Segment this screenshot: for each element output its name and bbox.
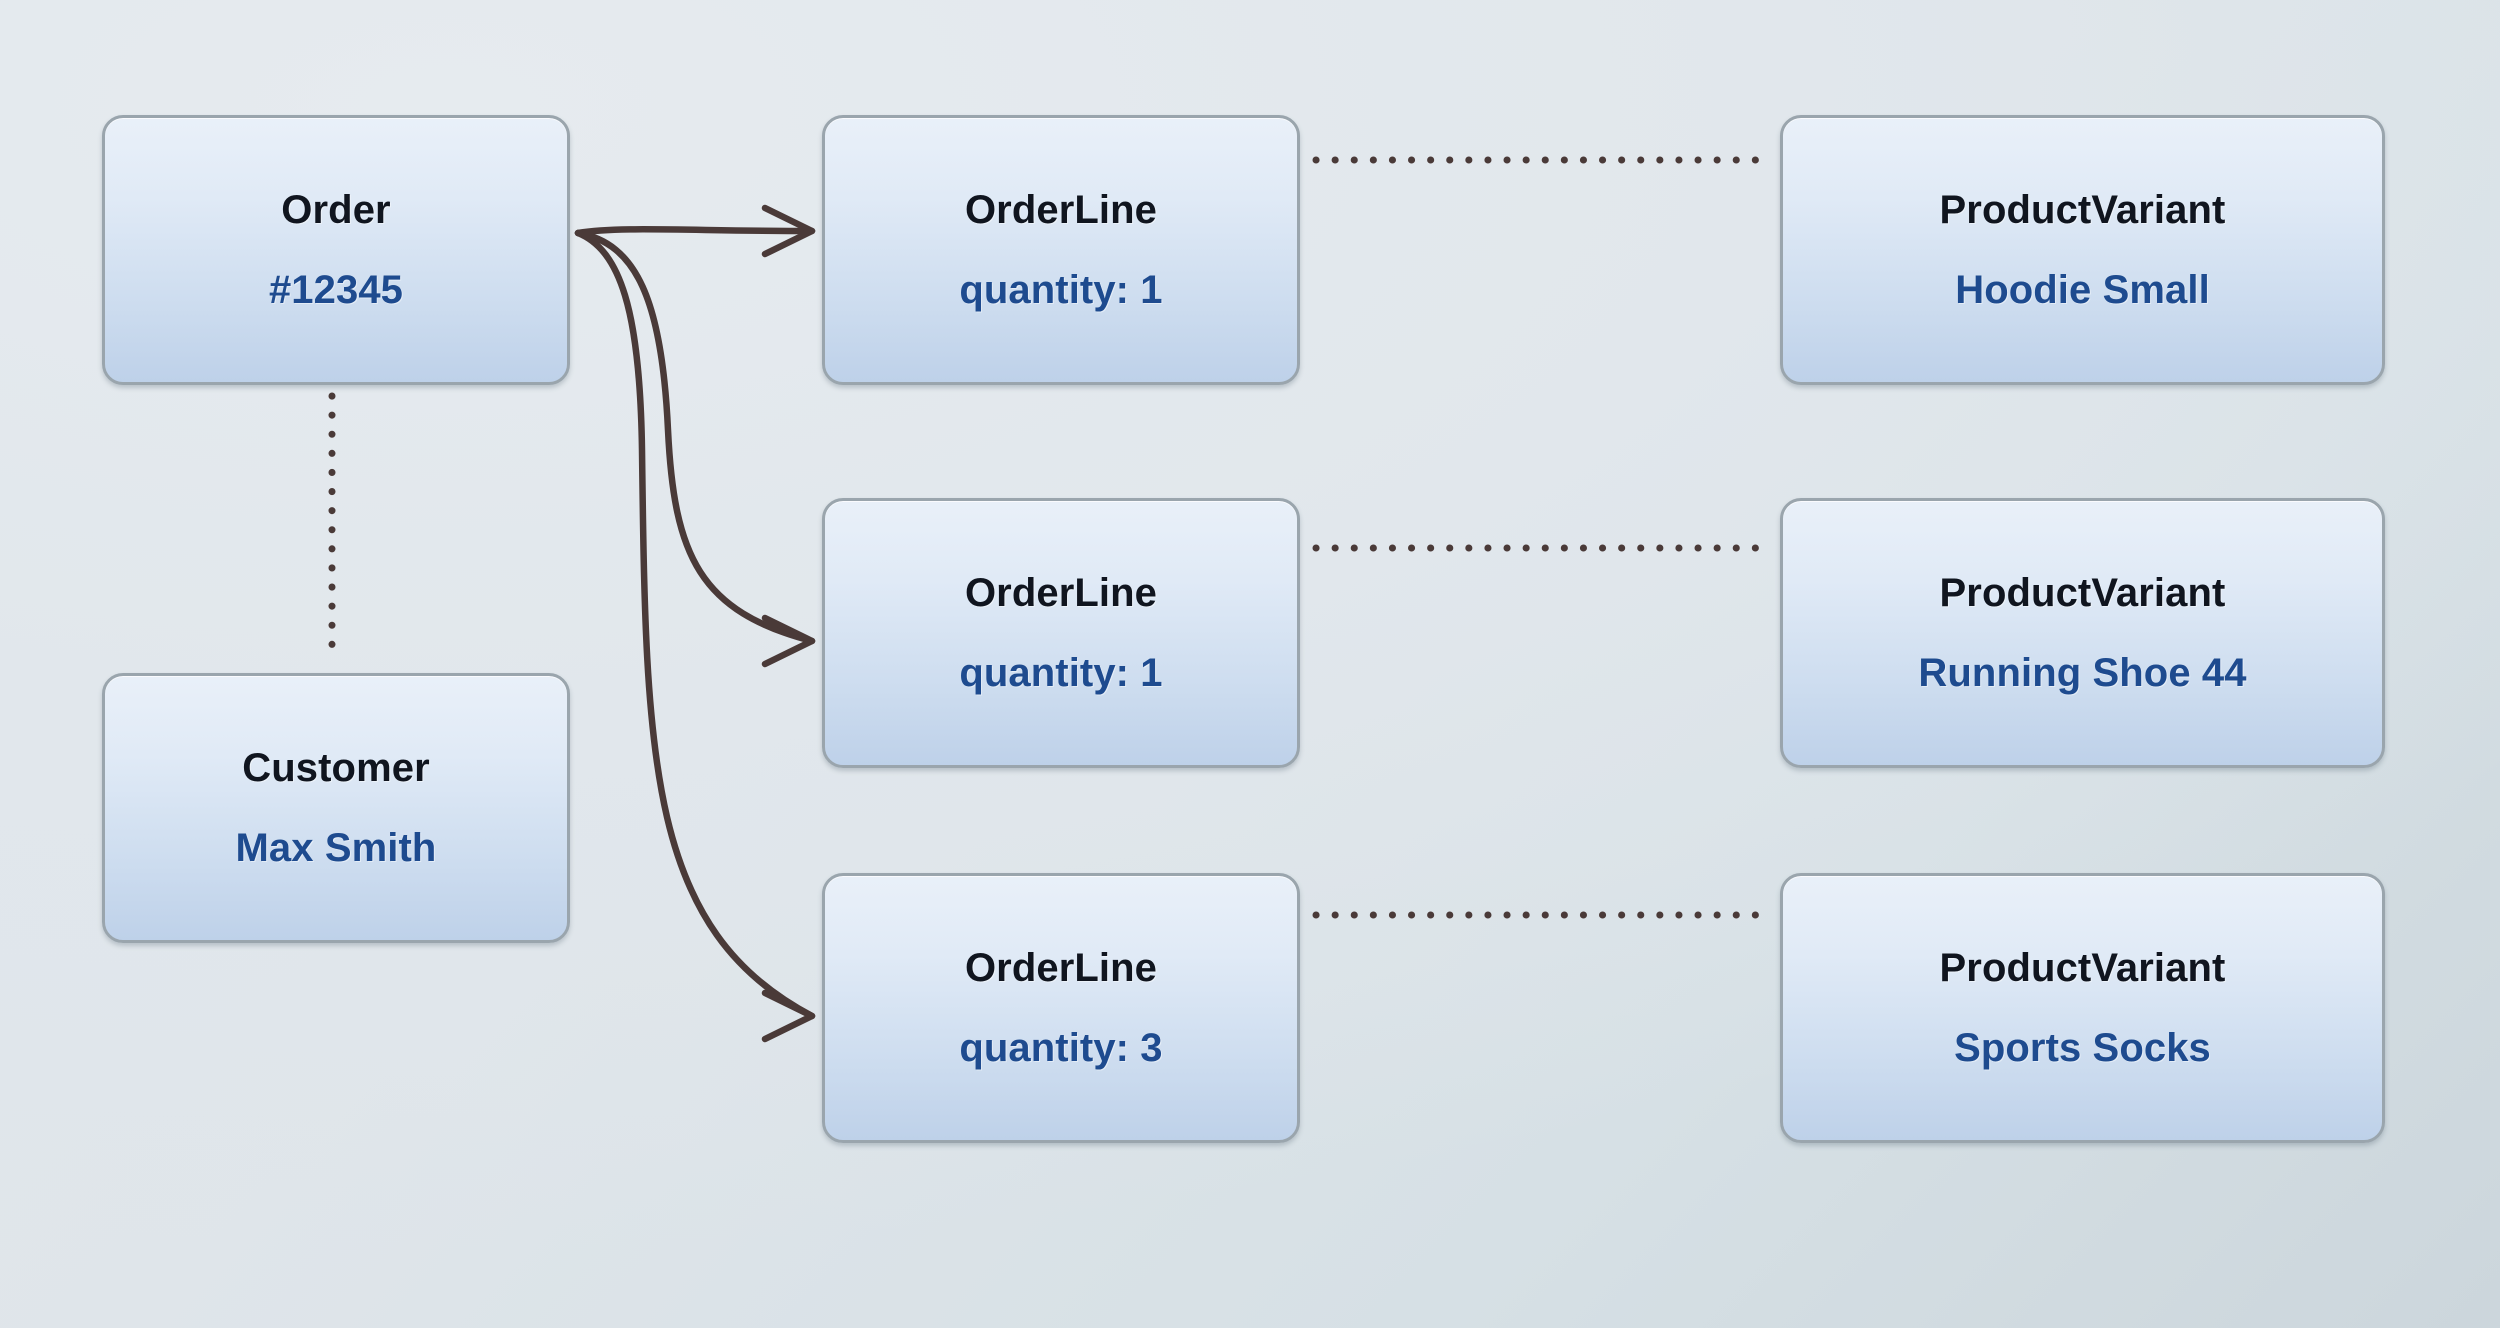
node-orderline-1-subtitle: quantity: 1 (959, 651, 1163, 695)
node-orderline-2-title: OrderLine (964, 946, 1158, 990)
node-productvariant-2-subtitle: Sports Socks (1954, 1026, 2211, 1070)
node-productvariant-2[interactable]: ProductVariant Sports Socks (1780, 873, 2385, 1143)
node-customer-title: Customer (242, 746, 430, 790)
connector-order-to-orderline-2 (574, 229, 816, 1043)
node-productvariant-0[interactable]: ProductVariant Hoodie Small (1780, 115, 2385, 385)
node-customer-subtitle: Max Smith (235, 826, 437, 870)
node-productvariant-0-title: ProductVariant (1939, 188, 2226, 232)
node-productvariant-1[interactable]: ProductVariant Running Shoe 44 (1780, 498, 2385, 768)
node-orderline-0-title: OrderLine (964, 188, 1158, 232)
node-orderline-0-subtitle: quantity: 1 (959, 268, 1163, 312)
connector-order-to-orderline-0 (574, 204, 816, 258)
node-customer[interactable]: Customer Max Smith (102, 673, 570, 943)
node-orderline-2-subtitle: quantity: 3 (959, 1026, 1163, 1070)
node-orderline-0[interactable]: OrderLine quantity: 1 (822, 115, 1300, 385)
node-orderline-1-title: OrderLine (964, 571, 1158, 615)
node-orderline-2[interactable]: OrderLine quantity: 3 (822, 873, 1300, 1143)
node-order-title: Order (281, 188, 391, 232)
connector-order-to-orderline-1 (574, 229, 816, 668)
node-productvariant-1-subtitle: Running Shoe 44 (1918, 651, 2247, 695)
node-productvariant-0-subtitle: Hoodie Small (1955, 268, 2210, 312)
node-order[interactable]: Order #12345 (102, 115, 570, 385)
node-orderline-1[interactable]: OrderLine quantity: 1 (822, 498, 1300, 768)
node-productvariant-1-title: ProductVariant (1939, 571, 2226, 615)
node-order-subtitle: #12345 (268, 268, 404, 312)
node-productvariant-2-title: ProductVariant (1939, 946, 2226, 990)
